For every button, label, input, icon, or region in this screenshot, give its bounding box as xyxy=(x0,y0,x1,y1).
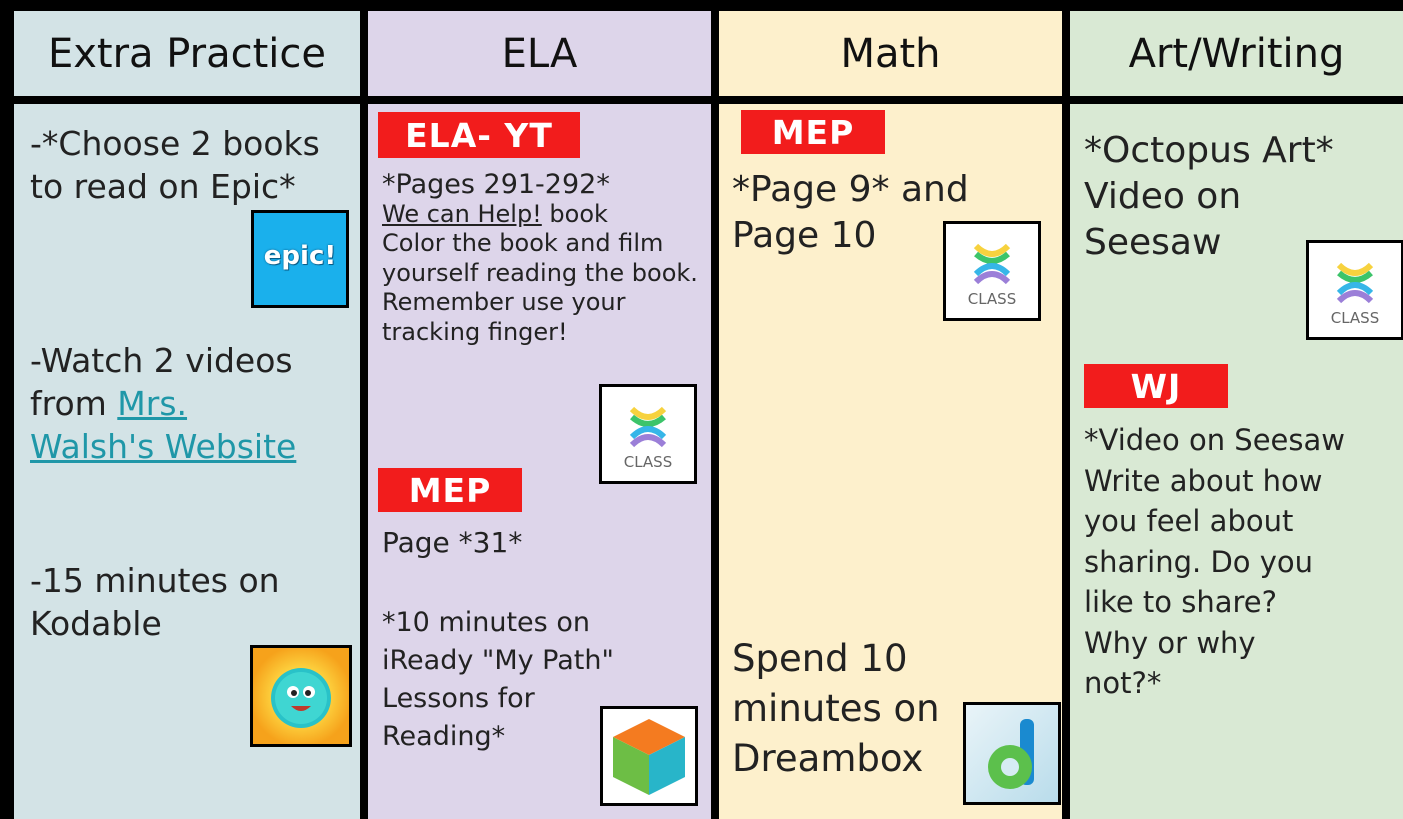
book-title: We can Help! xyxy=(382,199,542,228)
header-art-writing: Art/Writing xyxy=(1070,11,1403,96)
octopus-task: *Octopus Art* Video on Seesaw xyxy=(1084,130,1334,263)
header-ela: ELA xyxy=(368,11,711,96)
kodable-app-icon[interactable] xyxy=(250,645,352,747)
epic-app-icon[interactable]: epic! xyxy=(251,210,349,308)
epic-task: -*Choose 2 books to read on Epic* xyxy=(30,124,320,206)
math-mep-tag: MEP xyxy=(741,110,885,154)
seesaw-class-label: CLASS xyxy=(1330,309,1380,327)
kodable-task: -15 minutes on Kodable xyxy=(30,561,280,643)
seesaw-class-icon-math[interactable]: CLASS xyxy=(943,221,1041,321)
kodable-fuzz-icon xyxy=(271,668,331,728)
header-math: Math xyxy=(719,11,1062,96)
math-page-task: *Page 9* and Page 10 xyxy=(732,169,969,256)
dreambox-d-icon xyxy=(988,719,1034,789)
website-task: -Watch 2 videos from Mrs. Walsh's Websit… xyxy=(30,341,297,466)
seesaw-class-label: CLASS xyxy=(967,290,1017,308)
art-writing-column: *Octopus Art* Video on Seesaw CLASS WJ *… xyxy=(1070,104,1403,819)
iready-cube-icon xyxy=(613,719,685,795)
ela-page31: Page *31* xyxy=(382,526,523,559)
extra-practice-column: -*Choose 2 books to read on Epic* epic! … xyxy=(14,104,360,819)
iready-app-icon[interactable] xyxy=(600,706,698,806)
seesaw-class-label: CLASS xyxy=(623,453,673,471)
iready-task: *10 minutes on iReady "My Path" Lessons … xyxy=(382,607,614,752)
seesaw-logo-icon xyxy=(1336,262,1374,304)
walsh-website-link[interactable]: Mrs. xyxy=(117,384,188,423)
header-extra-practice: Extra Practice xyxy=(14,11,360,96)
dreambox-task: Spend 10 minutes on Dreambox xyxy=(732,637,940,780)
seesaw-class-icon[interactable]: CLASS xyxy=(599,384,697,484)
ela-pages-task: *Pages 291-292* We can Help! book Color … xyxy=(382,169,698,346)
seesaw-class-icon-art[interactable]: CLASS xyxy=(1306,240,1403,340)
dreambox-app-icon[interactable] xyxy=(963,702,1061,805)
wj-tag: WJ xyxy=(1084,364,1228,408)
ela-yt-tag: ELA- YT xyxy=(378,112,580,158)
ela-column: ELA- YT *Pages 291-292* We can Help! boo… xyxy=(368,104,711,819)
walsh-website-link-cont[interactable]: Walsh's Website xyxy=(30,427,297,466)
seesaw-logo-icon xyxy=(629,406,667,448)
ela-mep-tag: MEP xyxy=(378,468,522,512)
wj-task: *Video on Seesaw Write about how you fee… xyxy=(1084,423,1345,700)
seesaw-logo-icon xyxy=(973,243,1011,285)
epic-logo-text: epic! xyxy=(263,241,337,271)
math-column: MEP *Page 9* and Page 10 CLASS Spend 10 … xyxy=(719,104,1062,819)
